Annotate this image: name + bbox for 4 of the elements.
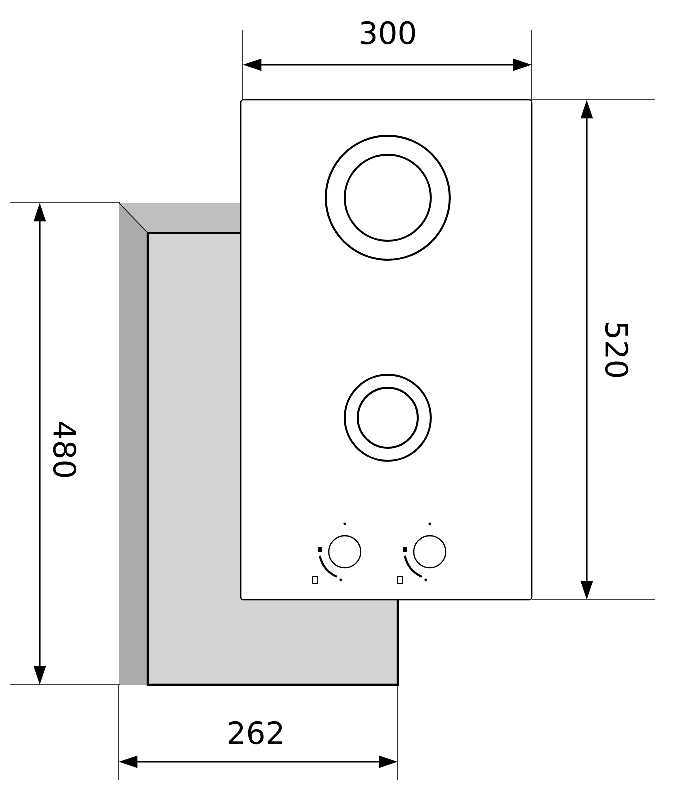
dimension-label: 480 — [53, 422, 77, 478]
dimension-label: 520 — [605, 323, 629, 378]
dimension-label: 262 — [228, 721, 282, 745]
dimension-label: 300 — [361, 21, 416, 45]
